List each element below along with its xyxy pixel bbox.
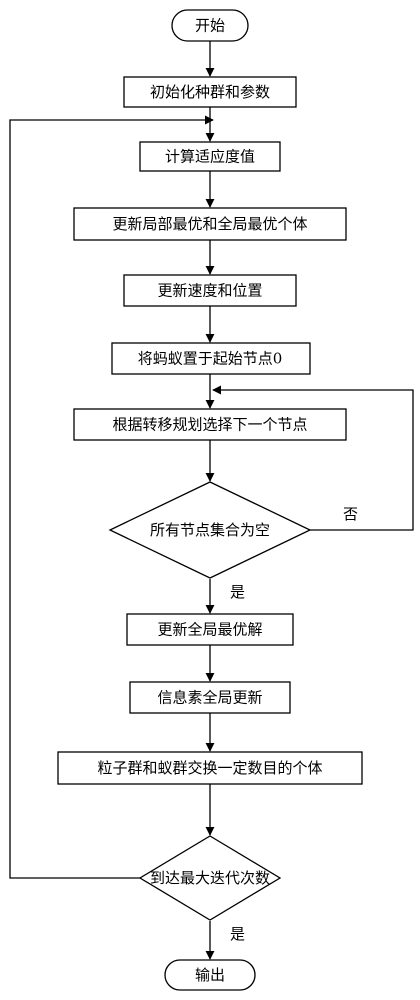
step-update-best-label: 更新局部最优和全局最优个体: [112, 215, 307, 233]
step-pheromone-update-label: 信息素全局更新: [157, 689, 262, 707]
decision-max-iterations: 到达最大迭代次数: [138, 835, 282, 921]
step-exchange-individuals: 粒子群和蚁群交换一定数目的个体: [57, 751, 363, 785]
step-fitness: 计算适应度值: [139, 141, 281, 172]
arrow-decision2-no-loop: [9, 115, 214, 879]
step-select-next: 根据转移规划选择下一个节点: [73, 408, 347, 441]
step-pheromone-update: 信息素全局更新: [129, 681, 291, 714]
step-place-ants-label: 将蚂蚁置于起始节点0: [138, 350, 283, 368]
step-update-velocity: 更新速度和位置: [123, 274, 297, 307]
step-update-global-best: 更新全局最优解: [126, 613, 294, 646]
step-place-ants: 将蚂蚁置于起始节点0: [111, 342, 311, 375]
step-fitness-label: 计算适应度值: [165, 148, 255, 166]
arrow-decision1-no-loop: [212, 385, 414, 531]
step-update-best: 更新局部最优和全局最优个体: [73, 207, 347, 241]
decision1-no-label: 否: [343, 505, 358, 523]
connectors: [9, 41, 414, 960]
end-label: 输出: [195, 966, 225, 984]
step-update-velocity-label: 更新速度和位置: [157, 282, 262, 300]
decision-all-nodes-empty: 所有节点集合为空: [108, 481, 312, 579]
step-exchange-individuals-label: 粒子群和蚁群交换一定数目的个体: [97, 759, 322, 777]
end-node: 输出: [164, 959, 256, 991]
step-update-global-best-label: 更新全局最优解: [157, 621, 262, 639]
start-label: 开始: [195, 17, 225, 35]
step-init: 初始化种群和参数: [123, 76, 297, 108]
decision1-label: 所有节点集合为空: [150, 521, 270, 539]
start-node: 开始: [171, 9, 249, 42]
decision1-yes-label: 是: [230, 583, 245, 601]
step-init-label: 初始化种群和参数: [150, 83, 270, 101]
decision2-yes-label: 是: [230, 925, 245, 943]
step-select-next-label: 根据转移规划选择下一个节点: [112, 416, 307, 434]
decision2-label: 到达最大迭代次数: [150, 869, 270, 887]
